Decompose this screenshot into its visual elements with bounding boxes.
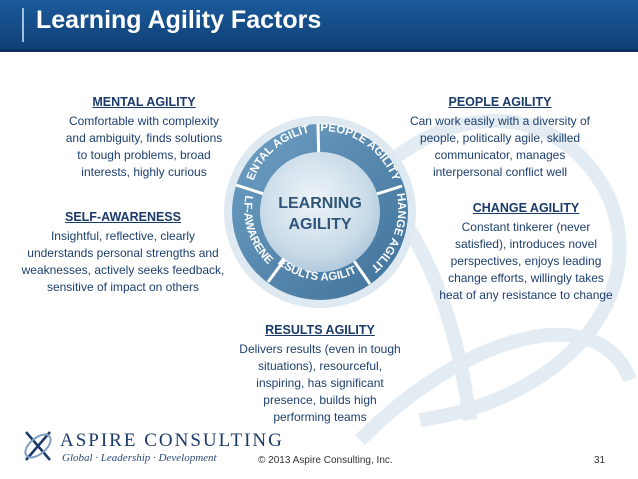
people-agility-line: communicator, manages — [434, 148, 566, 162]
mental-agility-line: to tough problems, broad — [77, 148, 211, 162]
mental-agility-heading: MENTAL AGILITY — [92, 95, 196, 109]
results-agility-line: Delivers results (even in tough — [239, 342, 401, 356]
title-accent-line — [22, 8, 24, 42]
mental-agility-line: and ambiguity, finds solutions — [65, 131, 223, 145]
people-agility-line: interpersonal conflict well — [432, 165, 568, 179]
mental-agility-block: MENTAL AGILITY Comfortable with complexi… — [44, 94, 244, 181]
people-agility-heading: PEOPLE AGILITY — [448, 95, 552, 109]
self-awareness-block: SELF-AWARENESS Insightful, reflective, c… — [16, 209, 230, 296]
copyright-text: © 2013 Aspire Consulting, Inc. — [258, 455, 393, 466]
results-agility-line: presence, builds high — [263, 393, 377, 407]
change-agility-line: satisfied), introduces novel — [454, 237, 598, 251]
change-agility-line: Constant tinkerer (never — [461, 220, 591, 234]
self-awareness-heading: SELF-AWARENESS — [65, 210, 181, 224]
results-agility-line: inspiring, has significant — [256, 376, 384, 390]
self-awareness-line: Insightful, reflective, clearly — [50, 229, 196, 243]
results-agility-heading: RESULTS AGILITY — [265, 323, 375, 337]
people-agility-line: Can work easily with a diversity of — [409, 114, 591, 128]
change-agility-line: heat of any resistance to change — [439, 288, 613, 302]
results-agility-block: RESULTS AGILITY Delivers results (even i… — [224, 322, 416, 426]
results-agility-line: situations), resourceful, — [257, 359, 383, 373]
brand-name: ASPIRE CONSULTING — [60, 430, 284, 451]
self-awareness-line: sensitive of impact on others — [46, 280, 200, 294]
center-label-line1: LEARNING — [278, 195, 362, 212]
title-bar: Learning Agility Factors — [0, 0, 638, 52]
page-number: 31 — [594, 455, 606, 466]
self-awareness-line: understands personal strengths and — [27, 246, 219, 260]
diagram-center-circle — [260, 152, 380, 272]
mental-agility-line: interests, highly curious — [81, 165, 207, 179]
center-label-line2: AGILITY — [288, 216, 351, 233]
slide-title: Learning Agility Factors — [36, 6, 322, 34]
change-agility-block: CHANGE AGILITY Constant tinkerer (never … — [428, 200, 624, 304]
change-agility-line: perspectives, enjoys leading — [450, 254, 602, 268]
title-bottom-stripe — [0, 49, 638, 52]
mental-agility-line: Comfortable with complexity — [68, 114, 220, 128]
aspire-logo-icon — [24, 431, 52, 461]
people-agility-line: people, politically agile, skilled — [419, 131, 581, 145]
change-agility-heading: CHANGE AGILITY — [472, 201, 580, 215]
results-agility-line: performing teams — [273, 410, 367, 424]
change-agility-line: change efforts, willingly takes — [448, 271, 604, 285]
self-awareness-line: weaknesses, actively seeks feedback, — [21, 263, 225, 277]
brand-tagline: Global · Leadership · Development — [62, 452, 217, 464]
people-agility-block: PEOPLE AGILITY Can work easily with a di… — [398, 94, 602, 181]
